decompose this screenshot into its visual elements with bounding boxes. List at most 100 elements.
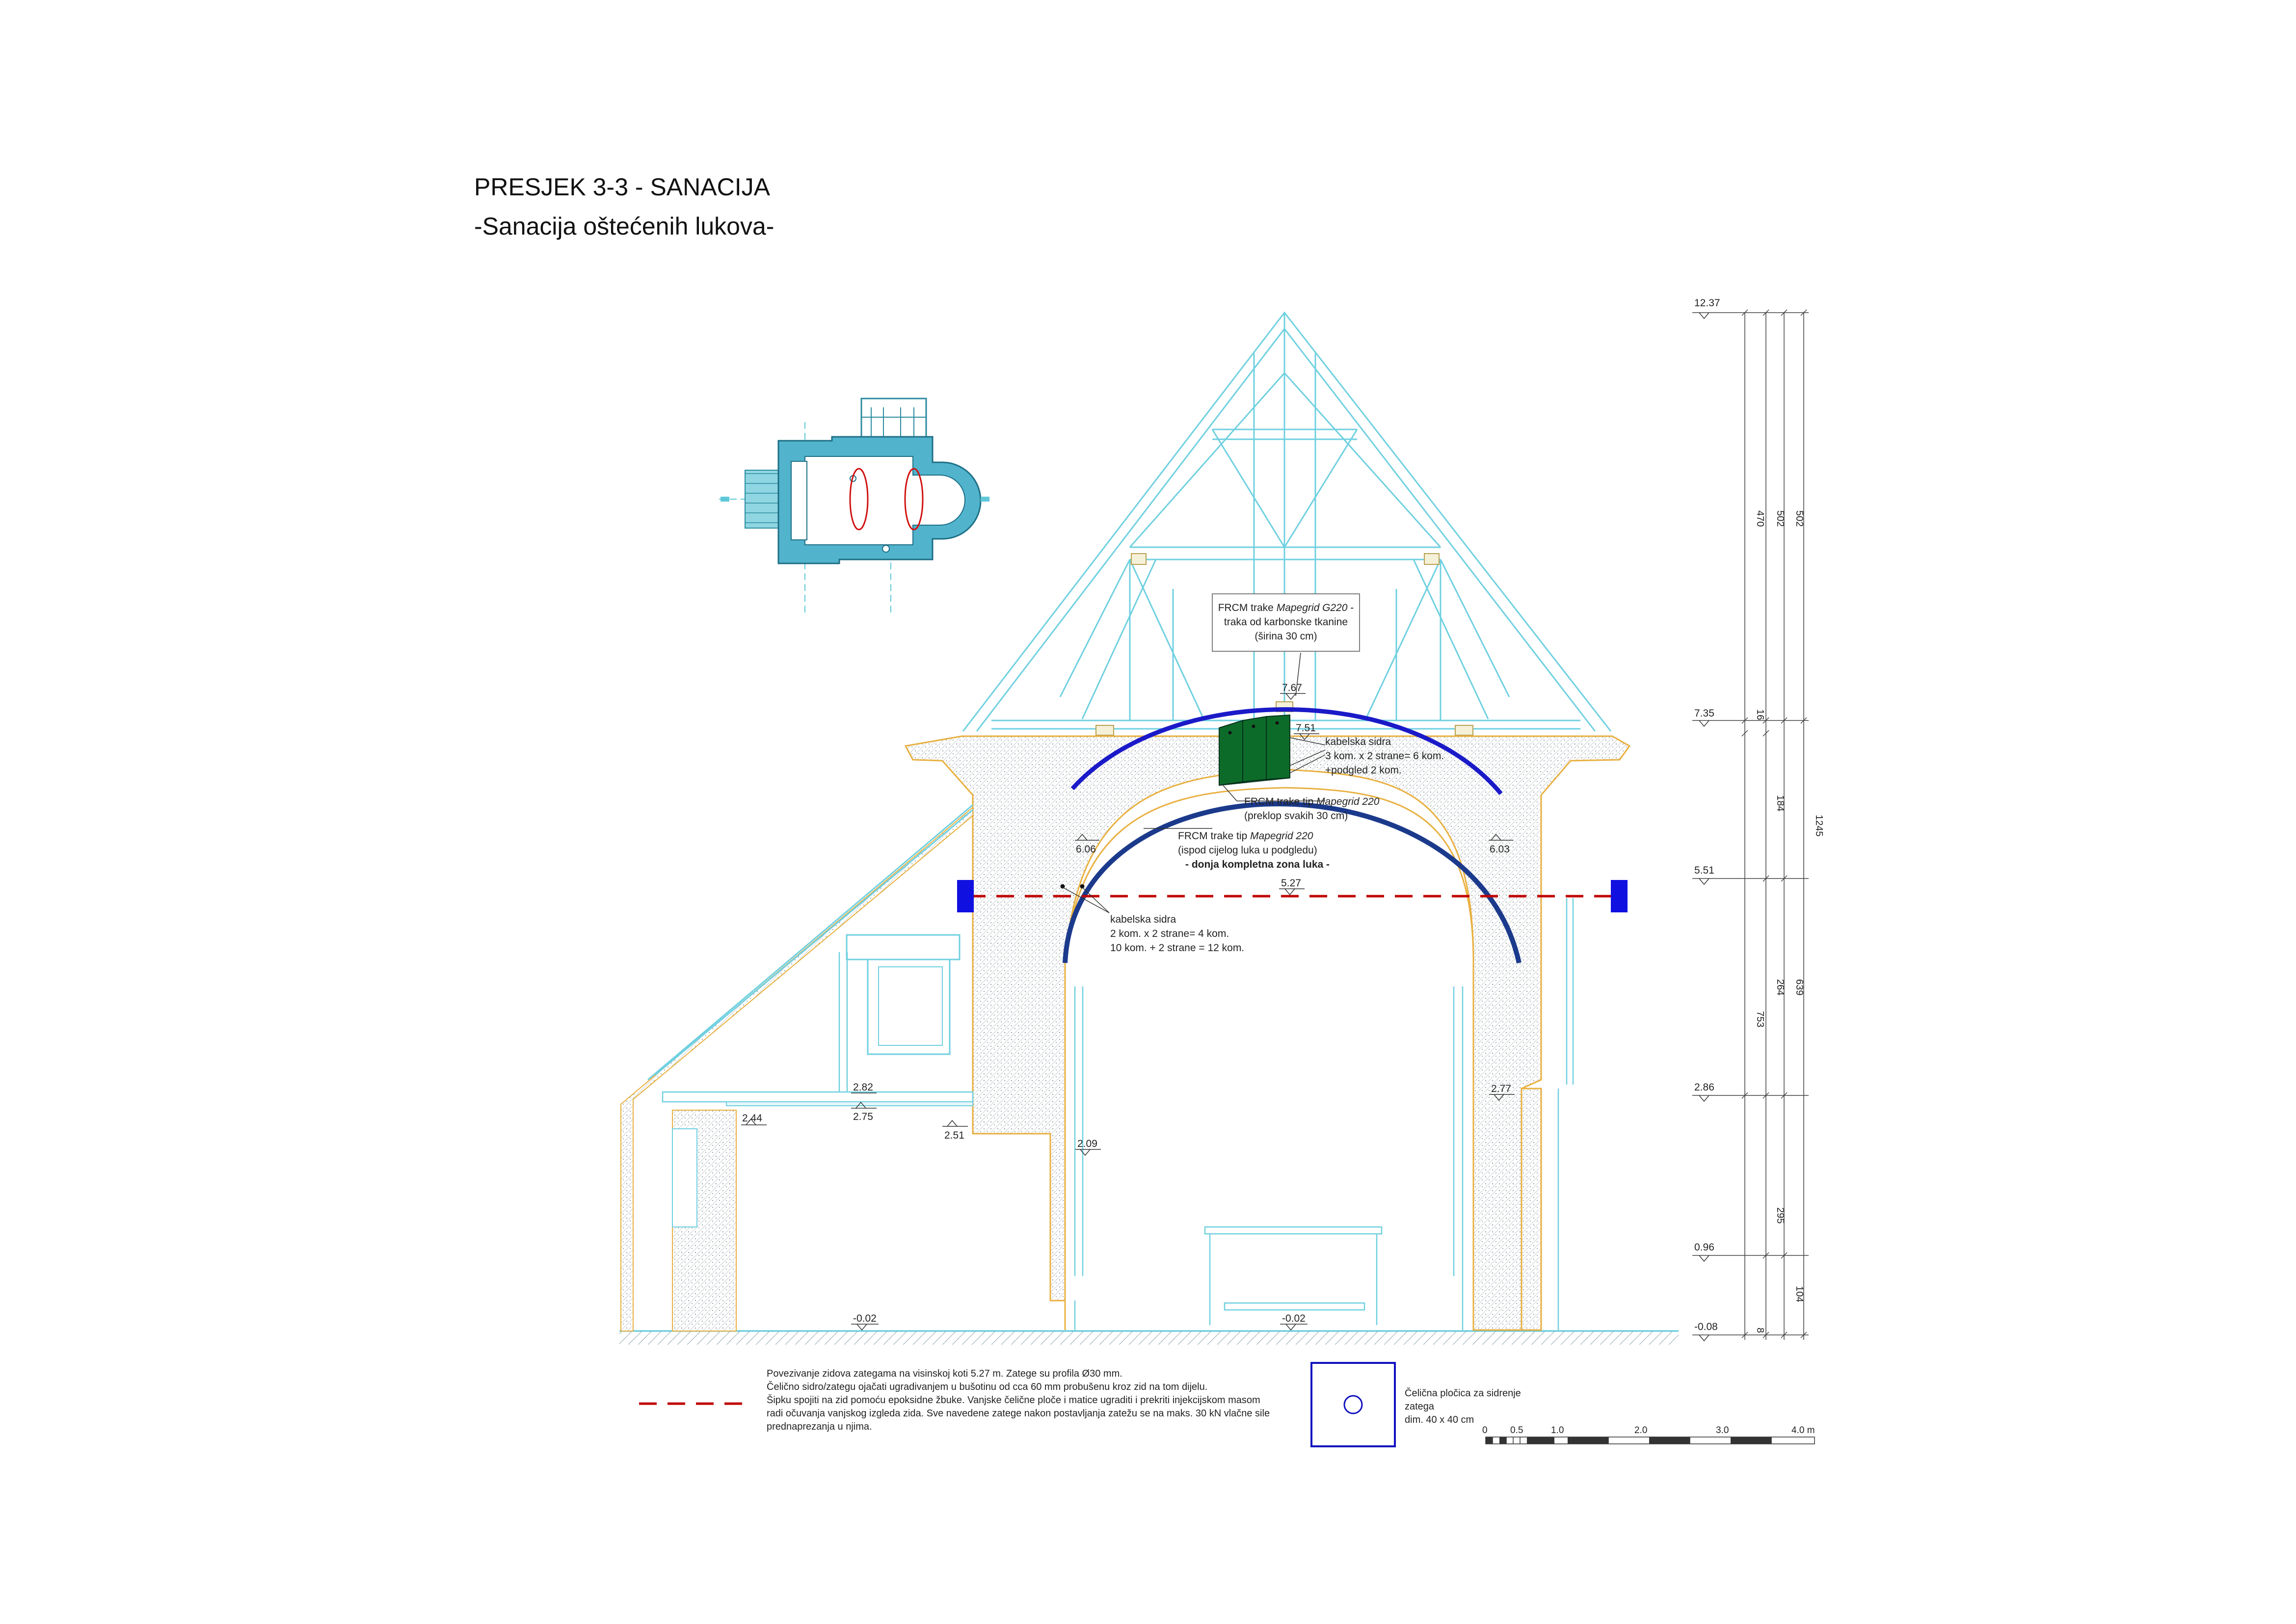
ground <box>619 1330 1679 1345</box>
strengthening <box>957 707 1628 964</box>
level-7-35: 7.35 <box>1694 708 1714 719</box>
frcm-panels <box>1219 714 1290 786</box>
callout-g220-line2: traka od karbonske tkanine <box>1224 616 1348 628</box>
legend-plate-line1: Čelična pločica za sidrenje zatega <box>1405 1388 1521 1412</box>
elev-crown-outer: 7.67 <box>1280 682 1306 700</box>
legend-plate-hole <box>1343 1395 1363 1414</box>
callout-g220-line1: FRCM trake Mapegrid G220 - <box>1218 602 1354 613</box>
callout-overlap-line2: (preklop svakih 30 cm) <box>1244 810 1348 822</box>
frcm-220-underside-arch <box>1063 801 1522 964</box>
scale-bar: 0 0.5 1.0 2.0 3.0 4.0 m <box>1482 1425 1815 1444</box>
level-0-96: 0.96 <box>1694 1242 1714 1253</box>
svg-text:2.77: 2.77 <box>1491 1083 1511 1094</box>
cable-anchor <box>1060 884 1065 889</box>
svg-text:7.67: 7.67 <box>1282 682 1302 693</box>
dim-1245: 1245 <box>1814 815 1824 837</box>
elev-left-room-low: 2.44 <box>741 1113 767 1125</box>
legend-tie-line: Povezivanje zidova zategama na visinskoj… <box>767 1368 1122 1379</box>
scale-label-1-0: 1.0 <box>1551 1425 1564 1436</box>
scale-label-4-0: 4.0 m <box>1791 1425 1815 1436</box>
dim-502-a: 502 <box>1775 510 1786 527</box>
level-markers: 12.37 7.35 5.51 2.86 0.96 -0.08 <box>1694 297 1720 1342</box>
legend-tie-line: Šipku spojiti na zid pomoću epoksidne žb… <box>767 1395 1260 1406</box>
level-5-51: 5.51 <box>1694 865 1714 876</box>
svg-text:6.03: 6.03 <box>1490 844 1510 855</box>
anchor-plate-right <box>1611 880 1628 912</box>
scale-label-3-0: 3.0 <box>1716 1425 1729 1436</box>
elev-left-wall-low: 2.51 <box>942 1119 968 1141</box>
svg-text:-0.02: -0.02 <box>853 1313 877 1324</box>
dim-639: 639 <box>1794 979 1805 995</box>
svg-text:2.51: 2.51 <box>944 1130 964 1141</box>
level-minus-0-08: -0.08 <box>1694 1321 1718 1332</box>
nave-walls <box>904 735 1631 1331</box>
dim-470: 470 <box>1755 510 1765 527</box>
dim-16: 16 <box>1755 709 1765 720</box>
nave-interior <box>1074 898 1574 1330</box>
callout-under-line1: FRCM trake tip Mapegrid 220 <box>1178 830 1313 842</box>
dim-502-b: 502 <box>1794 510 1805 527</box>
callout-anchors-top-line3: +podgled 2 kom. <box>1325 765 1402 776</box>
elev-springing-left: 6.06 <box>1075 833 1099 855</box>
level-12-37: 12.37 <box>1694 297 1720 309</box>
callout-under-line2: (ispod cijelog luka u podgledu) <box>1178 845 1317 856</box>
callout-under-line3: - donja kompletna zona luka - <box>1185 859 1330 870</box>
cable-anchor <box>1080 884 1085 889</box>
dim-8: 8 <box>1755 1328 1765 1333</box>
svg-text:5.27: 5.27 <box>1281 878 1301 889</box>
truss-connectors <box>1095 553 1473 736</box>
elev-springing-right: 6.03 <box>1489 833 1513 855</box>
elev-tie-level: 5.27 <box>1279 878 1305 896</box>
drawing-subtitle: -Sanacija oštećenih lukova- <box>474 213 774 240</box>
legend-plate-box <box>1310 1362 1396 1447</box>
dim-104: 104 <box>1794 1286 1805 1302</box>
svg-text:6.06: 6.06 <box>1076 844 1096 855</box>
frcm-g220-arch <box>1070 707 1503 795</box>
legend-tie-description: Povezivanje zidova zategama na visinskoj… <box>767 1367 1302 1434</box>
elev-left-room-top: 2.82 <box>851 1082 877 1093</box>
roof-truss <box>962 311 1612 734</box>
legend-plate-description: Čelična pločica za sidrenje zatega dim. … <box>1405 1387 1552 1427</box>
callout-overlap-line1: FRCM trake tip Mapegrid 220 <box>1244 796 1380 807</box>
callout-box-g220 <box>1212 593 1360 652</box>
scale-label-0: 0 <box>1482 1425 1488 1436</box>
elev-nave-right: 2.77 <box>1489 1083 1515 1101</box>
svg-text:2.09: 2.09 <box>1077 1138 1097 1149</box>
elev-nave-left-low: 2.09 <box>1075 1138 1101 1156</box>
svg-text:2.44: 2.44 <box>742 1113 762 1124</box>
callout-anchors-top-line1: kabelska sidra <box>1325 736 1391 747</box>
leader-lines <box>1062 652 1326 913</box>
callout-g220-line3: (širina 30 cm) <box>1255 631 1317 642</box>
callout-anchors-top-line2: 3 kom. x 2 strane= 6 kom. <box>1325 750 1444 762</box>
svg-text:2.75: 2.75 <box>853 1111 873 1122</box>
legend-tie-line: prednaprezanja u njima. <box>767 1421 872 1432</box>
legend-plate-line2: dim. 40 x 40 cm <box>1405 1414 1474 1425</box>
dim-295: 295 <box>1775 1207 1786 1224</box>
callout-anchors-bottom-line2: 2 kom. x 2 strane= 4 kom. <box>1110 928 1229 939</box>
dim-264: 264 <box>1775 979 1786 995</box>
elev-crown-inner: 7.51 <box>1294 722 1319 741</box>
legend-tie-line: Čelično sidro/zategu ojačati ugradivanje… <box>767 1382 1208 1392</box>
left-annex <box>620 804 974 1331</box>
scale-label-0-5: 0.5 <box>1510 1425 1523 1436</box>
dim-184: 184 <box>1775 795 1786 811</box>
key-plan <box>719 398 989 613</box>
scale-label-2-0: 2.0 <box>1634 1425 1647 1436</box>
legend-tie-line: radi očuvanja vanjskog izgleda zida. Sve… <box>767 1408 1270 1419</box>
drawing-title: PRESJEK 3-3 - SANACIJA <box>474 173 770 201</box>
elev-floor-center: -0.02 <box>1280 1313 1308 1331</box>
svg-text:7.51: 7.51 <box>1296 722 1316 734</box>
elev-left-room-mid: 2.75 <box>851 1101 877 1122</box>
callout-anchors-bottom-line3: 10 kom. + 2 strane = 12 kom. <box>1110 942 1244 954</box>
elevation-markers: 7.67 7.51 6.06 6.03 5.27 <box>741 682 1515 1331</box>
legend <box>639 1362 1396 1447</box>
svg-text:-0.02: -0.02 <box>1282 1313 1306 1324</box>
dim-753: 753 <box>1755 1011 1765 1027</box>
callout-anchors-bottom-line1: kabelska sidra <box>1110 914 1176 925</box>
level-2-86: 2.86 <box>1694 1082 1714 1093</box>
anchor-plate-left <box>957 880 974 912</box>
elev-floor-left: -0.02 <box>851 1313 879 1331</box>
svg-text:2.82: 2.82 <box>853 1082 873 1093</box>
